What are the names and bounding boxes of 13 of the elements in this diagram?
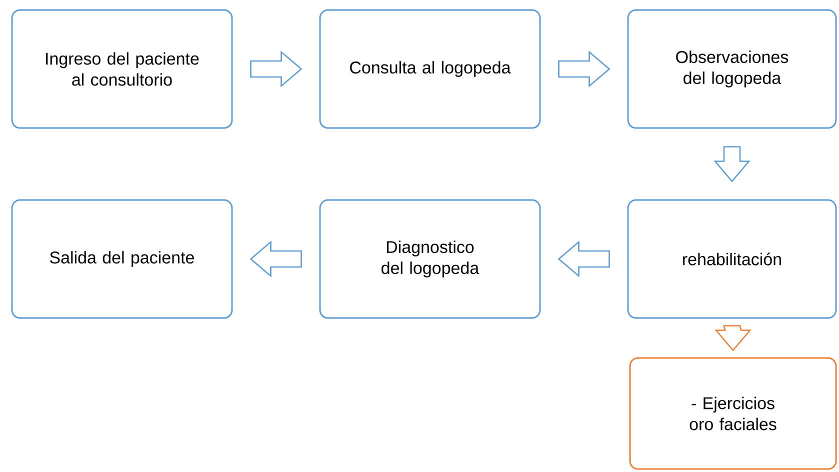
- process-box: Consulta al logopeda: [319, 9, 541, 129]
- block-arrow: [714, 325, 752, 352]
- block-arrow: [558, 50, 610, 88]
- process-box: Salida del paciente: [11, 199, 233, 319]
- process-box: - Ejercicios oro faciales: [629, 357, 837, 470]
- block-arrow: [250, 50, 302, 88]
- block-arrow: [558, 240, 610, 278]
- process-box: rehabilitación: [627, 199, 837, 319]
- process-box: Ingreso del paciente al consultorio: [11, 9, 233, 129]
- block-arrow: [714, 146, 750, 182]
- process-box: Diagnostico del logopeda: [319, 199, 541, 319]
- block-arrow: [250, 240, 302, 278]
- process-box: Observaciones del logopeda: [627, 9, 837, 129]
